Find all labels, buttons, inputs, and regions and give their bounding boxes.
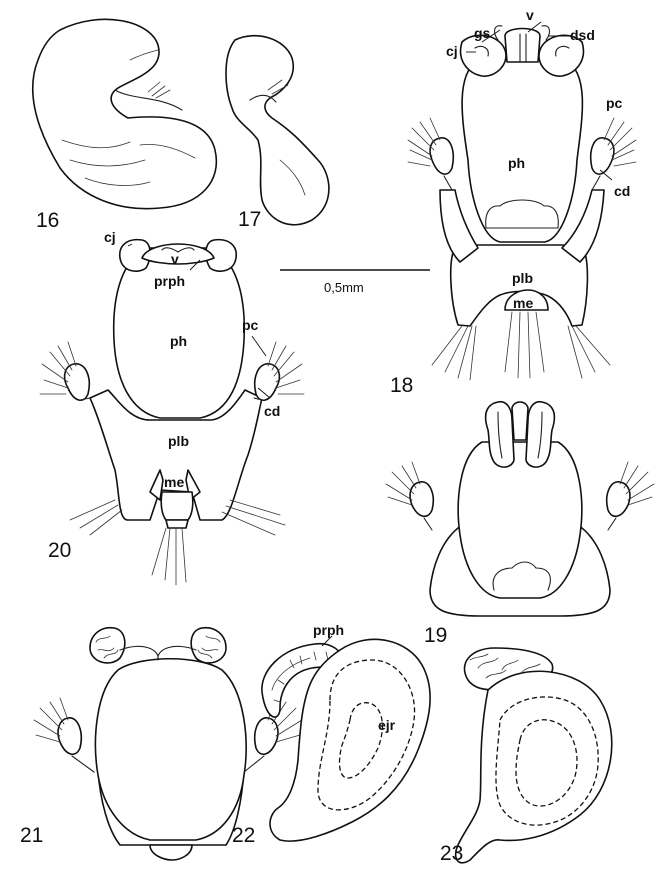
- figure-20-drawing: cj v prph ph pc cd plb me 20: [40, 229, 304, 585]
- figure-16-number: 16: [36, 209, 59, 232]
- figure-19-drawing: 19: [386, 402, 654, 647]
- label-me: me: [513, 295, 533, 311]
- figure-20-number: 20: [48, 539, 71, 562]
- label-ph: ph: [508, 155, 525, 171]
- label-plb: plb: [512, 270, 533, 286]
- figure-22-number: 22: [232, 824, 255, 847]
- figure-21-number: 21: [20, 824, 43, 847]
- figure-17-drawing: 17: [226, 36, 329, 231]
- label-cj: cj: [104, 229, 116, 245]
- label-cd: cd: [614, 183, 630, 199]
- label-gs: gs: [474, 25, 491, 41]
- label-me: me: [164, 474, 184, 490]
- label-dsd: dsd: [570, 27, 595, 43]
- figure-17-number: 17: [238, 208, 261, 231]
- figure-23-drawing: 23: [440, 648, 612, 865]
- label-cd: cd: [264, 403, 280, 419]
- scale-bar: 0,5mm: [280, 270, 430, 295]
- label-pc: pc: [606, 95, 623, 111]
- scale-bar-label: 0,5mm: [324, 280, 364, 295]
- label-prph: prph: [154, 273, 185, 289]
- label-v: v: [171, 251, 179, 267]
- label-cj: cj: [446, 43, 458, 59]
- figure-19-number: 19: [424, 624, 447, 647]
- label-pc: pc: [242, 317, 259, 333]
- label-ejr: ejr: [378, 717, 396, 733]
- label-plb: plb: [168, 433, 189, 449]
- figure-21-drawing: 21: [20, 628, 302, 860]
- figure-23-number: 23: [440, 842, 463, 865]
- figure-18-number: 18: [390, 374, 413, 397]
- label-v: v: [526, 7, 534, 23]
- figure-16-drawing: 16: [33, 19, 217, 232]
- label-ph: ph: [170, 333, 187, 349]
- label-prph: prph: [313, 622, 344, 638]
- figure-18-drawing: gs v dsd cj pc ph cd plb me 18: [390, 7, 636, 397]
